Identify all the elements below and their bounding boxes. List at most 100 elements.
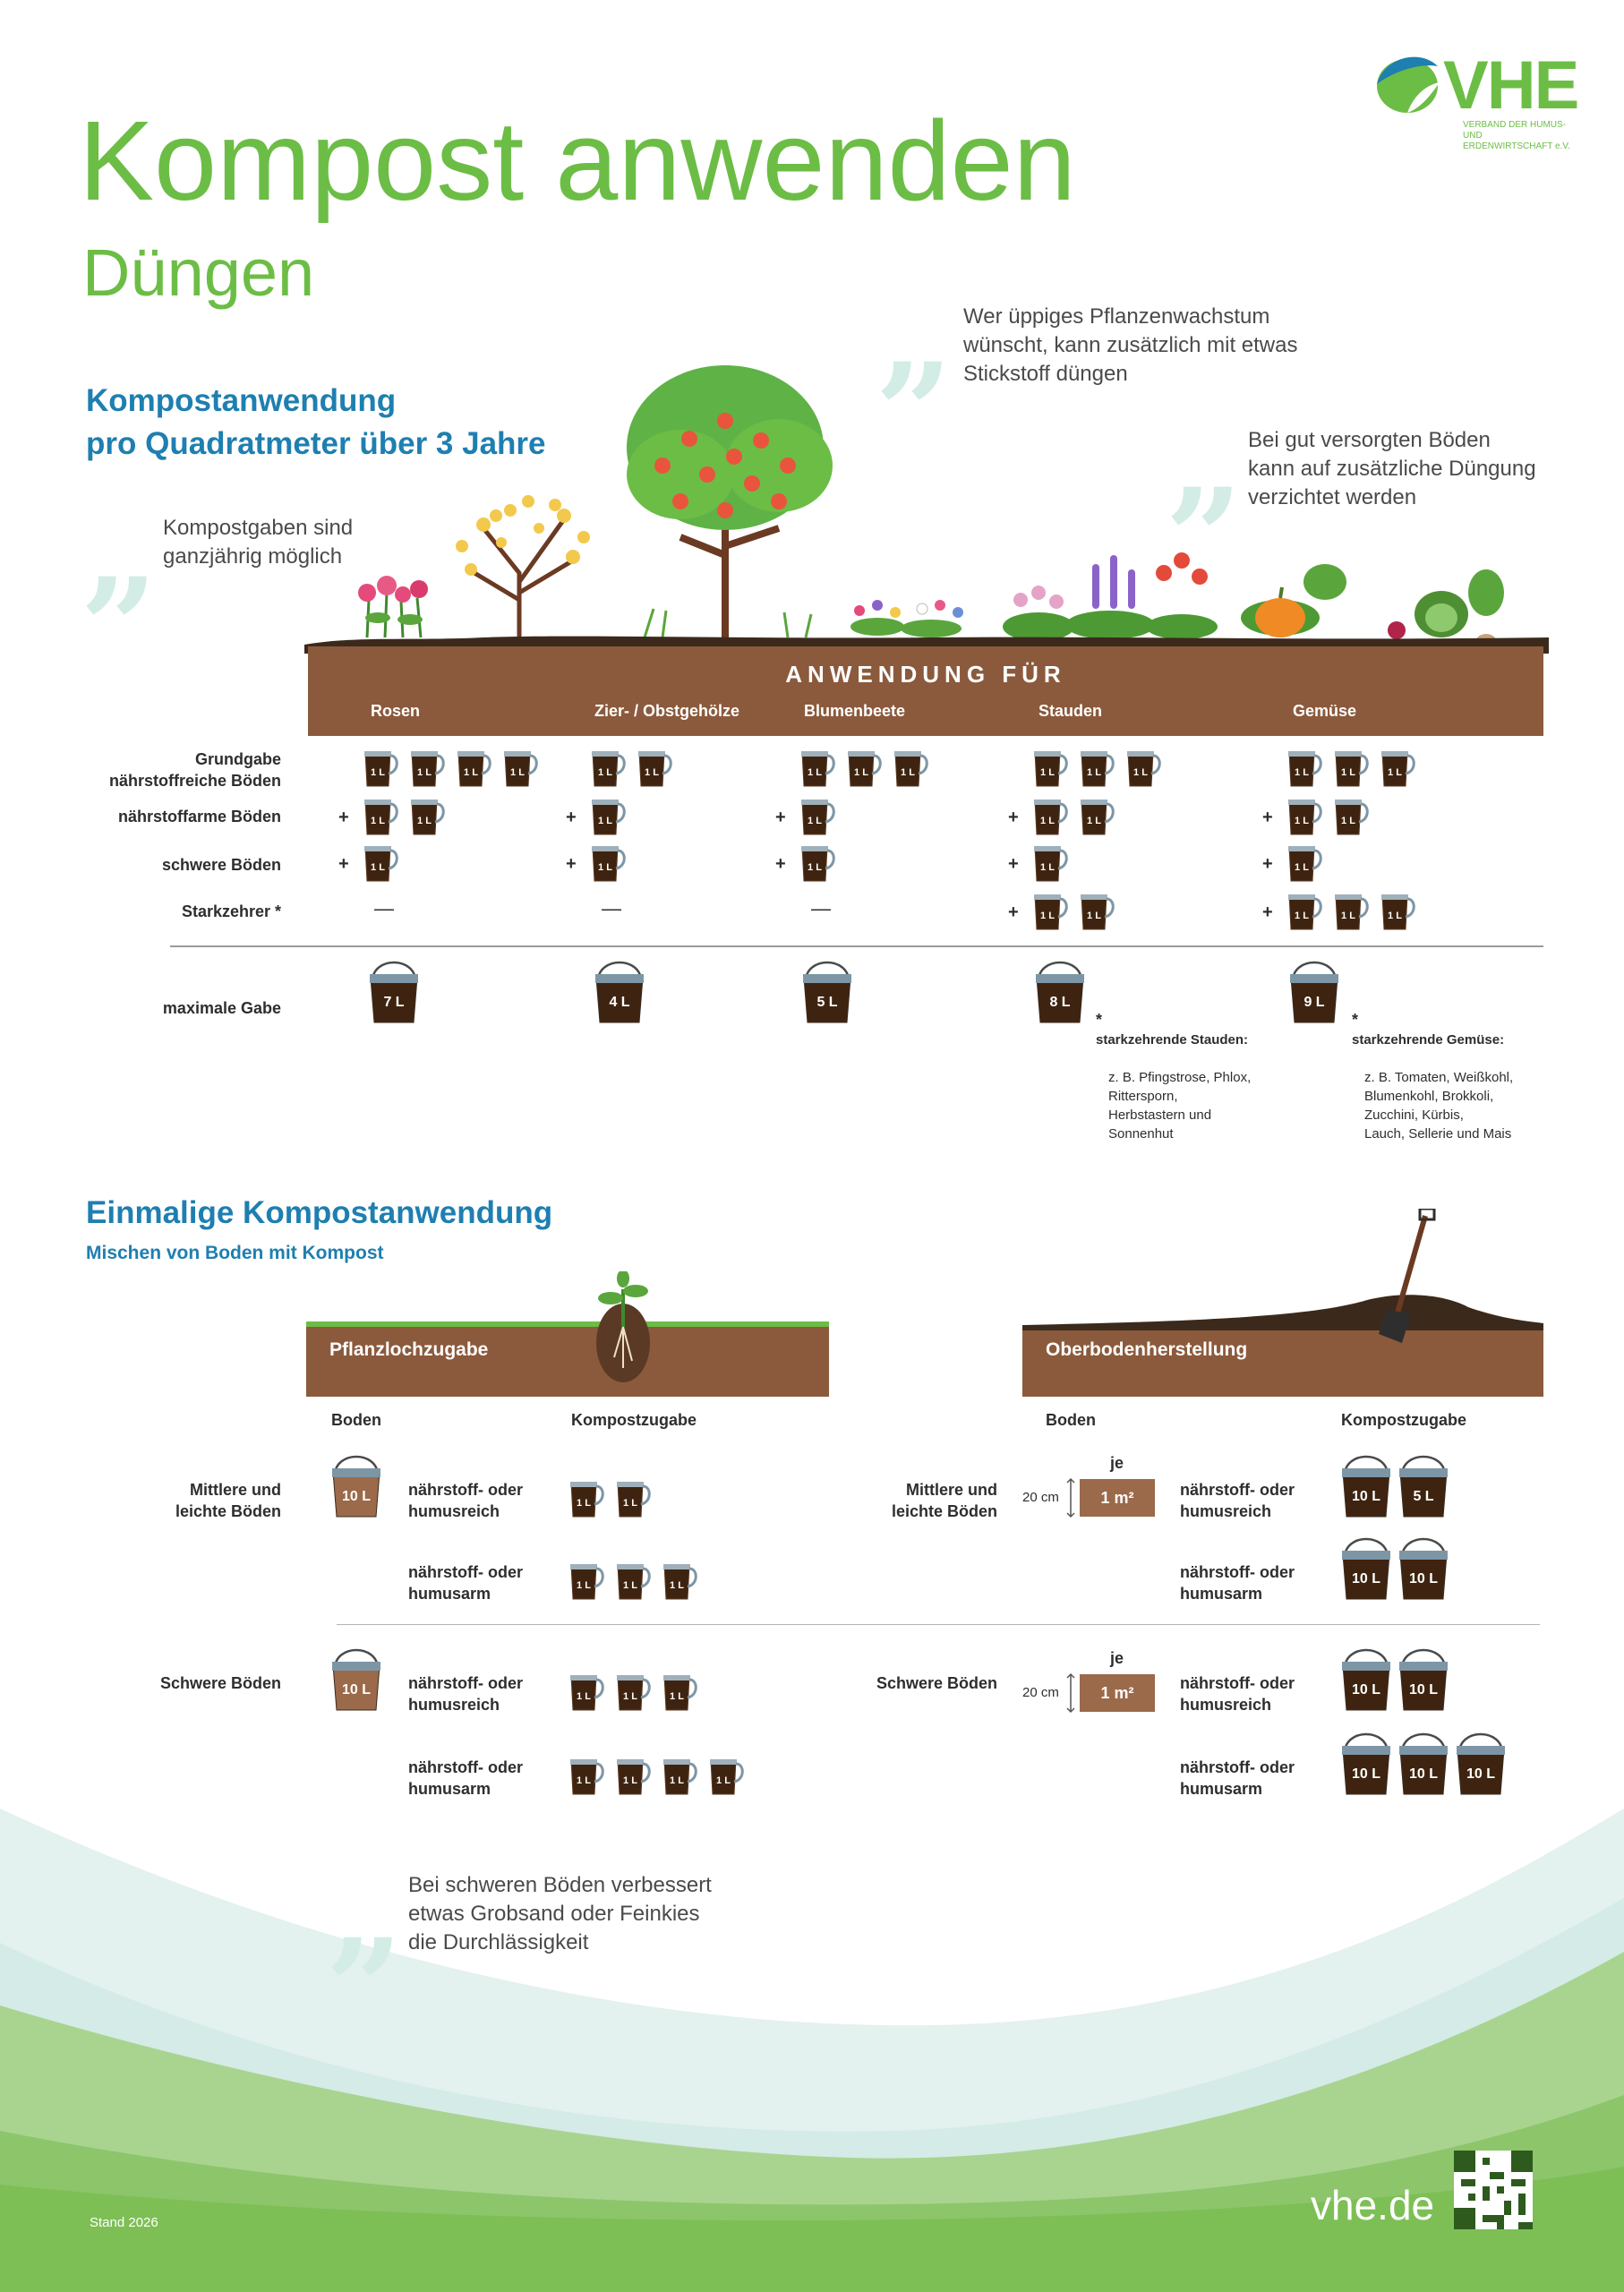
svg-text:10 L: 10 L — [1409, 1682, 1438, 1698]
svg-text:1 L: 1 L — [1341, 816, 1355, 826]
max-bucket-icon: 7 L — [365, 954, 423, 1026]
svg-text:1 L: 1 L — [1087, 767, 1101, 778]
rose-plant-icon — [358, 576, 428, 638]
svg-text:10 L: 10 L — [1352, 1489, 1380, 1504]
label-reich: nährstoff- oder humusreich — [408, 1674, 523, 1714]
svg-text:1 L: 1 L — [670, 1775, 684, 1786]
svg-text:1 L: 1 L — [371, 816, 385, 826]
footer-url[interactable]: vhe.de — [1311, 2182, 1435, 2228]
depth-arrow-icon — [1066, 1477, 1075, 1518]
dash-sign: — — [374, 897, 394, 919]
compost-cup-1l-icon: 1 L — [1286, 797, 1325, 836]
perennials-icon — [1003, 552, 1218, 641]
svg-text:1 L: 1 L — [1040, 816, 1055, 826]
compost-cup-1l-icon: 1 L — [614, 1561, 654, 1601]
garden-illustration — [304, 365, 1549, 654]
compost-cup-1l-icon: 1 L — [408, 748, 448, 788]
topsoil-illustration — [1022, 1209, 1543, 1397]
svg-text:1 L: 1 L — [1341, 911, 1355, 921]
svg-text:1 L: 1 L — [1295, 911, 1309, 921]
svg-text:10 L: 10 L — [342, 1682, 371, 1698]
plus-sign: + — [338, 808, 349, 827]
compost-cup-1l-icon: 1 L — [661, 1561, 700, 1601]
soil-label-schwer: Schwere Böden — [159, 1674, 281, 1692]
band-oberboden: Oberbodenherstellung — [1046, 1339, 1248, 1360]
svg-text:1 L: 1 L — [623, 1498, 637, 1509]
svg-text:1 L: 1 L — [417, 767, 432, 778]
svg-text:1 L: 1 L — [670, 1580, 684, 1591]
max-bucket-icon: 5 L — [799, 954, 856, 1026]
compost-cup-1l-icon: 1 L — [661, 1757, 700, 1796]
compost-cup-1l-icon: 1 L — [408, 797, 448, 836]
page-title: Kompost anwenden — [79, 98, 1076, 224]
column-header-blumenbeete: Blumenbeete — [804, 702, 906, 720]
apple-tree-icon — [627, 365, 833, 638]
note-gemuese: * starkzehrende Gemüse: z. B. Tomaten, W… — [1352, 992, 1513, 1162]
svg-text:1 L: 1 L — [371, 862, 385, 873]
svg-text:10 L: 10 L — [1409, 1766, 1438, 1782]
band-title: ANWENDUNG FÜR — [785, 661, 1066, 688]
svg-text:1 L: 1 L — [577, 1498, 591, 1509]
compost-cup-1l-icon: 1 L — [1332, 892, 1372, 931]
compost-cup-1l-icon: 1 L — [1124, 748, 1164, 788]
asterisk: * — [1352, 1011, 1359, 1029]
flowering-shrub-icon — [456, 495, 590, 637]
depth-label: 20 cm — [1022, 1490, 1059, 1505]
leaf-icon — [1377, 56, 1440, 113]
compost-bucket-icon: 10 L — [1395, 1531, 1452, 1603]
max-bucket-icon: 8 L — [1031, 954, 1089, 1026]
svg-text:10 L: 10 L — [342, 1489, 371, 1504]
svg-text:1 L: 1 L — [623, 1775, 637, 1786]
compost-cup-1l-icon: 1 L — [799, 843, 838, 883]
compost-cup-1l-icon: 1 L — [614, 1757, 654, 1796]
svg-text:8 L: 8 L — [1049, 995, 1070, 1010]
note-stauden-title: starkzehrende Stauden: — [1096, 1032, 1249, 1048]
plus-sign: + — [1008, 902, 1019, 922]
column-header-gehoelze: Zier- / Obstgehölze — [594, 702, 740, 720]
compost-cup-1l-icon: 1 L — [1332, 797, 1372, 836]
compost-cup-1l-icon: 1 L — [362, 797, 401, 836]
plus-sign: + — [338, 854, 349, 874]
svg-text:1 L: 1 L — [808, 767, 822, 778]
soil-bucket-icon: 10 L — [328, 1642, 385, 1714]
label-arm: nährstoff- oder humusarm — [1180, 1563, 1295, 1603]
svg-text:9 L: 9 L — [1303, 995, 1324, 1010]
svg-text:5 L: 5 L — [1413, 1489, 1433, 1504]
plus-sign: + — [775, 808, 786, 827]
svg-text:1 L: 1 L — [577, 1691, 591, 1702]
asterisk: * — [1096, 1011, 1103, 1029]
quote-year-round: Kompostgaben sind ganzjährig möglich — [163, 516, 354, 569]
depth-arrow-icon — [1066, 1672, 1075, 1714]
compost-cup-1l-icon: 1 L — [1078, 892, 1117, 931]
svg-text:1 L: 1 L — [1040, 862, 1055, 873]
compost-cup-1l-icon: 1 L — [1031, 748, 1071, 788]
compost-cup-1l-icon: 1 L — [362, 843, 401, 883]
svg-text:1 L: 1 L — [1388, 911, 1402, 921]
logo-text: VHE — [1443, 47, 1579, 124]
soil-band — [308, 646, 1543, 736]
svg-text:1 L: 1 L — [417, 816, 432, 826]
compost-cup-1l-icon: 1 L — [1031, 892, 1071, 931]
plus-sign: + — [566, 854, 577, 874]
compost-cup-1l-icon: 1 L — [1078, 748, 1117, 788]
note-stauden: * starkzehrende Stauden: z. B. Pfingstro… — [1096, 992, 1251, 1162]
compost-cup-1l-icon: 1 L — [1379, 748, 1418, 788]
svg-text:1 L: 1 L — [1087, 816, 1101, 826]
soil-label-mittel-right: Mittlere und leichte Böden — [891, 1481, 997, 1520]
compost-cup-1l-icon: 1 L — [1031, 843, 1071, 883]
compost-cup-1l-icon: 1 L — [892, 748, 931, 788]
planting-hole-illustration — [306, 1271, 829, 1397]
plus-sign: + — [775, 854, 786, 874]
row-label-starkzehrer: Starkzehrer * — [181, 902, 281, 920]
vegetables-icon — [1241, 564, 1504, 652]
quote-mark-icon: „ — [82, 472, 160, 629]
svg-text:1 L: 1 L — [1040, 767, 1055, 778]
compost-cup-1l-icon: 1 L — [707, 1757, 747, 1796]
qr-code-icon[interactable] — [1454, 2151, 1533, 2229]
per-label: je — [1110, 1454, 1124, 1472]
vhe-logo: VHE VERBAND DER HUMUS- UND ERDENWIRTSCHA… — [1375, 47, 1581, 151]
divider — [170, 945, 1543, 947]
area-block: 1 m² — [1080, 1674, 1155, 1712]
compost-bucket-icon: 10 L — [1338, 1531, 1395, 1603]
